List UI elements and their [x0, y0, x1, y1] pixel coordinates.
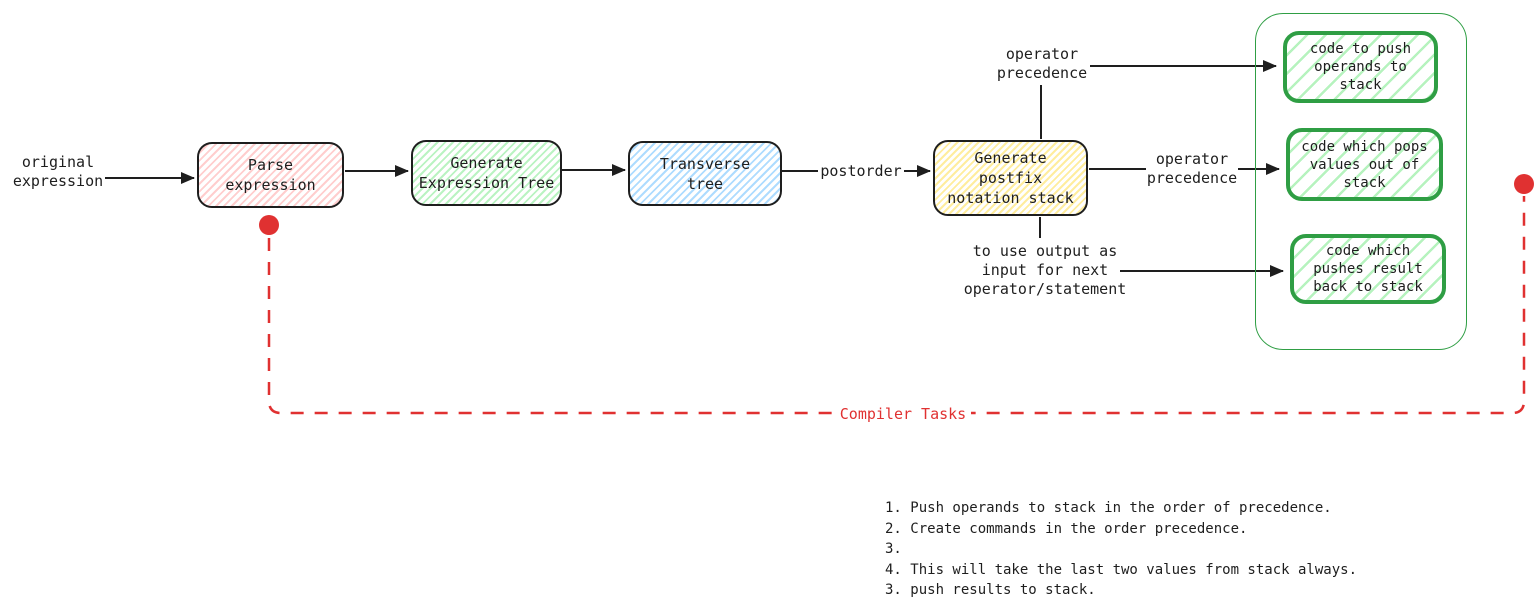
compiler-tasks-group-box — [1255, 13, 1467, 350]
red-endpoint-dot-left — [259, 215, 279, 235]
edge-label-postorder: postorder — [818, 162, 904, 181]
task-node-push-result: code which pushes result back to stack — [1290, 234, 1446, 304]
input-label: original expression — [12, 153, 104, 190]
task-node-pop-values: code which pops values out of stack — [1286, 128, 1443, 201]
edge-label-operator-precedence-mid: operator precedence — [1146, 150, 1238, 188]
task-node-push-operands: code to push operands to stack — [1283, 31, 1438, 103]
node-generate-postfix-stack: Generate postfix notation stack — [933, 140, 1088, 216]
notes-list: 1. Push operands to stack in the order o… — [885, 500, 1358, 598]
edge-label-output-reuse: to use output as input for next operator… — [963, 242, 1127, 298]
edge-label-operator-precedence-top: operator precedence — [996, 45, 1088, 82]
node-transverse-tree: Transverse tree — [628, 141, 782, 206]
red-endpoint-dot-right — [1514, 174, 1534, 194]
node-parse-expression: Parse expression — [197, 142, 344, 208]
node-generate-expression-tree: Generate Expression Tree — [411, 140, 562, 206]
compiler-tasks-label: Compiler Tasks — [835, 405, 971, 424]
